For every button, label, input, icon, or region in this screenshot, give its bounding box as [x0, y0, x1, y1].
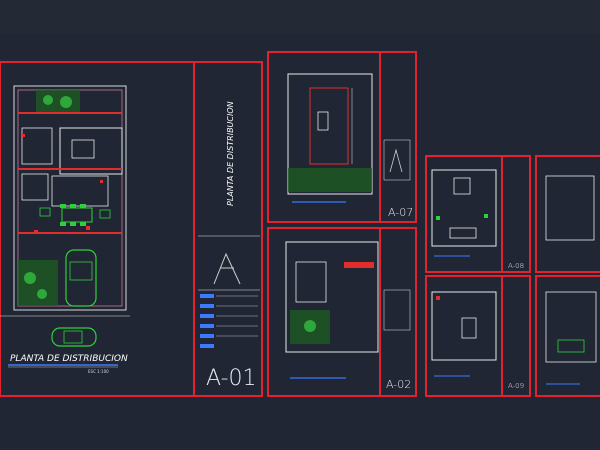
sheet-id-a02: A-02 [386, 378, 412, 391]
sheet-id-a07: A-07 [388, 206, 414, 219]
sheet-a02 [267, 227, 417, 397]
logo-a01 [213, 252, 241, 285]
title-block-label: PLANTA DE DISTRIBUCION [226, 101, 235, 206]
sheet-id-a09: A-09 [508, 382, 525, 390]
sheet-a01-border [0, 61, 263, 397]
garden-top [36, 90, 80, 112]
outside-car [51, 327, 97, 347]
dining-table [61, 207, 93, 223]
garden-left [18, 260, 58, 306]
sheet-a09 [425, 275, 531, 397]
floor-plan-frame [13, 85, 127, 311]
top-dark-bar [0, 0, 600, 34]
sheet-right-partial [535, 155, 600, 397]
plan-scale-label: ESC 1:100 [88, 369, 109, 374]
sheet-id-a01: A-01 [206, 366, 257, 391]
sheet-a08 [425, 155, 531, 273]
sheet-id-a08: A-08 [508, 262, 525, 270]
garage-car [65, 249, 97, 307]
sheet-a01 [0, 61, 263, 397]
plan-main-label: PLANTA DE DISTRIBUCION [10, 354, 128, 364]
sheet-a07 [267, 51, 417, 223]
